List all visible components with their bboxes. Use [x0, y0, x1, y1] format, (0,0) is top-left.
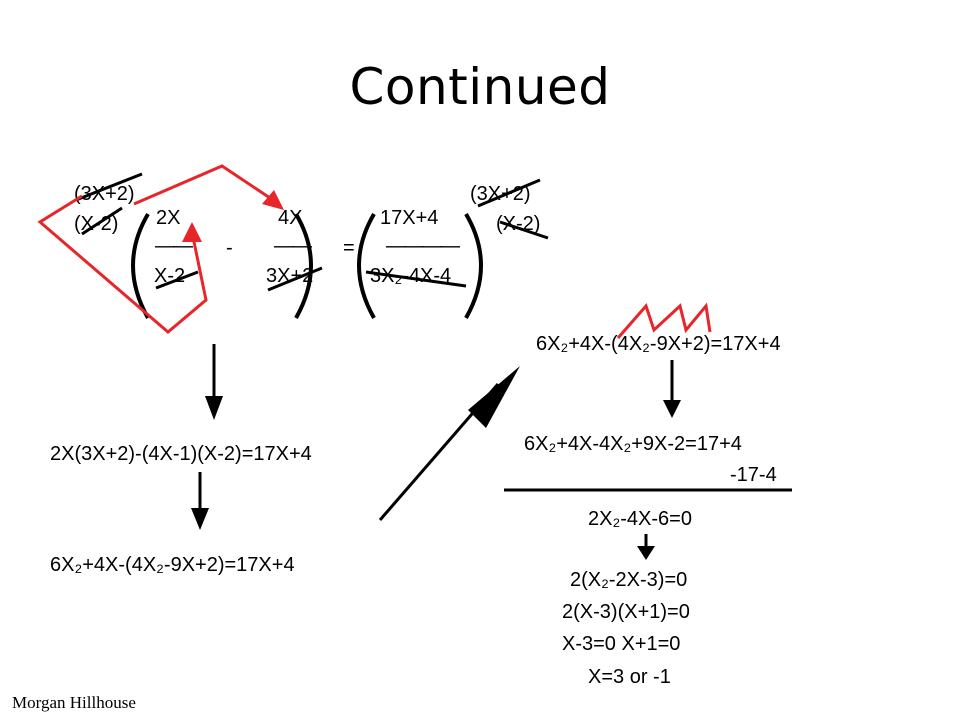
right-step-4: 2(X₂-2X-3)=0: [570, 569, 688, 591]
left-paren-1: [131, 212, 150, 319]
fraction-1-numerator: 2X: [156, 207, 181, 229]
equals-sign: =: [343, 237, 355, 259]
right-step-5: 2(X-3)(X+1)=0: [562, 601, 690, 623]
right-step-3: 2X₂-4X-6=0: [588, 508, 692, 530]
left-step-1: 2X(3X+2)-(4X-1)(X-2)=17X+4: [50, 443, 312, 465]
left-step-2: 6X₂+4X-(4X₂-9X+2)=17X+4: [50, 554, 295, 576]
slide-title: Continued: [349, 58, 611, 116]
cancel-stroke-lcd-right-bottom: [499, 220, 549, 240]
right-step-7: X=3 or -1: [588, 666, 671, 688]
right-step-6: X-3=0 X+1=0: [562, 633, 681, 655]
cancel-stroke-lcd-left-top: [75, 172, 143, 202]
red-arrow-line: [133, 164, 277, 206]
fraction-2-bar: ——: [274, 235, 312, 257]
diagonal-arrow-head: [468, 366, 520, 428]
fraction-3-numerator: 17X+4: [380, 207, 439, 229]
red-arrowhead-up: [182, 222, 202, 242]
cancel-stroke-den-3: [365, 270, 467, 288]
right-step-2: 6X₂+4X-4X₂+9X-2=17+4: [524, 433, 742, 455]
cancel-stroke-lcd-left-bottom: [81, 206, 123, 236]
cancel-stroke-den-2: [267, 266, 323, 292]
right-step-1: 6X₂+4X-(4X₂-9X+2)=17X+4: [536, 333, 781, 355]
right-paren-2: [464, 212, 483, 319]
author-credit: Morgan Hillhouse: [12, 693, 136, 712]
red-arrowhead-right: [262, 190, 284, 210]
red-zigzag: [616, 302, 712, 339]
down-arrow-4-head: [637, 546, 655, 560]
down-arrow-1-head: [205, 396, 223, 420]
red-loop-line: [37, 194, 208, 334]
fraction-2-denominator: 3X+2: [266, 265, 314, 287]
down-arrow-3-head: [663, 400, 681, 418]
fraction-3-bar: ————: [386, 235, 460, 257]
subtract-both-sides: -17-4: [730, 464, 777, 486]
right-paren-1: [294, 212, 313, 319]
lcd-right-bottom: (X-2): [496, 213, 541, 235]
minus-sign: -: [226, 237, 233, 259]
cancel-stroke-den-1: [155, 270, 199, 290]
lcd-left-top: (3X+2): [74, 183, 135, 205]
left-paren-2: [357, 212, 376, 319]
fraction-2-numerator: 4X: [278, 207, 303, 229]
cancel-stroke-lcd-right-top: [477, 178, 541, 208]
down-arrow-2-head: [191, 508, 209, 530]
